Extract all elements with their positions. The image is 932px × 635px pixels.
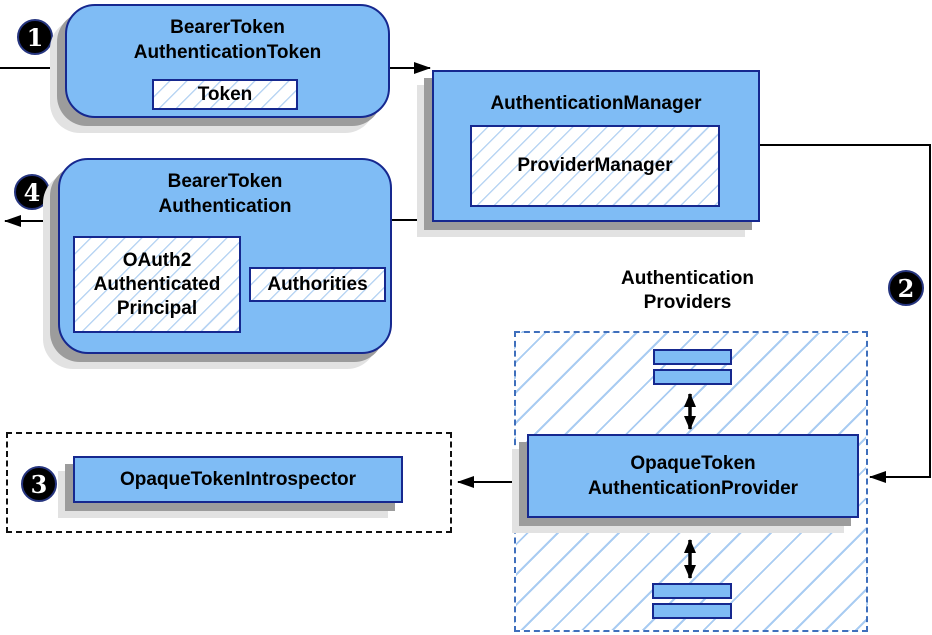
token-inner-box: Token [152,79,298,110]
oauth2-authenticated-principal-line2: Authenticated [93,273,221,295]
step-1-number: 1 [26,22,44,52]
authentication-manager-title: AuthenticationManager [490,93,702,114]
provider-stack-bar-top-2 [653,369,732,385]
opaque-token-introspector-box: OpaqueTokenIntrospector [73,456,403,503]
authentication-providers-label: Authentication Providers [560,267,815,315]
bearer-token-authentication-box: BearerToken Authentication OAuth2 Authen… [58,158,392,354]
opaque-token-introspector-container [6,432,452,533]
step-3-badge: 3 [21,466,57,502]
step-1-badge: 1 [17,19,53,55]
provider-stack-bar-top-1 [653,349,732,365]
bearer-token-authentication-token-box: BearerToken AuthenticationToken Token [65,4,390,118]
bearer-token-authentication-token-title-line1: BearerToken [170,17,285,38]
provider-stack-bar-bottom-2 [652,603,732,619]
provider-manager-inner-box: ProviderManager [470,125,720,207]
authentication-providers-label-line2: Providers [643,292,732,313]
step-4-badge: 4 [14,174,50,210]
opaque-token-introspector-label: OpaqueTokenIntrospector [119,469,357,490]
step-4-number: 4 [23,177,41,207]
step-2-number: 2 [897,273,915,303]
authentication-manager-box: AuthenticationManager ProviderManager [432,70,760,222]
provider-manager-label: ProviderManager [517,155,673,176]
step-2-badge: 2 [888,270,924,306]
bearer-token-authentication-title-line2: Authentication [158,196,292,217]
opaque-token-authentication-provider-line1: OpaqueToken [630,453,756,474]
provider-stack-bar-bottom-1 [652,583,732,599]
authorities-label: Authorities [267,273,368,295]
authorities-inner-box: Authorities [249,267,386,302]
oauth2-authenticated-principal-inner-box: OAuth2 Authenticated Principal [73,236,241,333]
opaque-token-authentication-provider-box: OpaqueToken AuthenticationProvider [527,434,859,518]
opaque-token-authentication-provider-line2: AuthenticationProvider [587,478,799,499]
oauth2-authenticated-principal-line1: OAuth2 [122,249,192,271]
bearer-token-authentication-title-line1: BearerToken [167,171,283,192]
token-label: Token [197,83,253,105]
authentication-providers-label-line1: Authentication [621,268,754,289]
bearer-token-authentication-token-title-line2: AuthenticationToken [133,42,322,63]
step-3-number: 3 [30,469,48,499]
oauth2-authenticated-principal-line3: Principal [116,297,198,319]
